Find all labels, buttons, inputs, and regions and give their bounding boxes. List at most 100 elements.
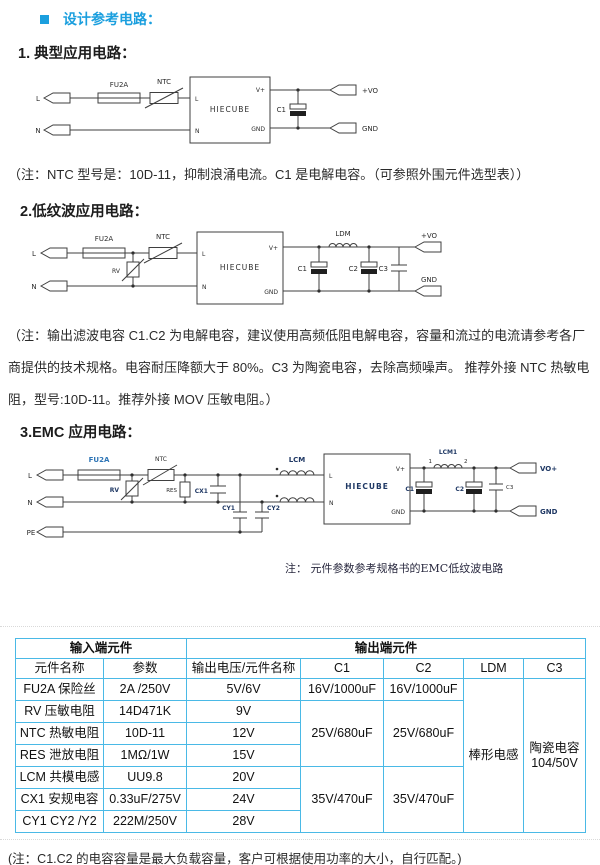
col-header-name: 元件名称 bbox=[15, 658, 104, 679]
cell-voltage: 28V bbox=[186, 810, 302, 833]
table-row: NTC 热敏电阻 10D-11 12V bbox=[15, 722, 586, 745]
fuse-symbol: FU2A bbox=[77, 456, 121, 481]
cell-param: 2A /250V bbox=[102, 678, 188, 701]
page-title: 设计参考电路： bbox=[63, 11, 161, 27]
note-2: （注：输出滤波电容 C1.C2 为电解电容，建议使用高频低阻电解电容，容量和流过… bbox=[8, 328, 590, 407]
terminal-label-n: N bbox=[35, 127, 40, 135]
note-1: （注：NTC 型号是：10D-11，抑制浪涌电流。C1 是电解电容。（可参照外围… bbox=[8, 167, 530, 182]
cell-c2-merged: 25V/680uF bbox=[383, 700, 465, 767]
input-terminal-l-icon bbox=[35, 469, 64, 481]
c3-label: C3 bbox=[506, 485, 514, 491]
lcm1-label: LCM1 bbox=[439, 449, 457, 456]
section-2-heading: 2.低纹波应用电路： bbox=[20, 204, 149, 220]
circuit-diagram-emc: L N PE FU2A RV NTC RES bbox=[27, 449, 558, 538]
fuse-label: FU2A bbox=[110, 81, 129, 89]
section-3-heading: 3.EMC 应用电路： bbox=[20, 425, 141, 441]
x-capacitor-cx1-symbol: CX1 bbox=[195, 473, 226, 504]
table-group-header-row: 输入端元件 输出端元件 bbox=[14, 638, 587, 659]
note-3: 注： 元件参数参考规格书的EMC低纹波电路 bbox=[285, 562, 504, 575]
c3-label: C3 bbox=[379, 265, 388, 273]
c1-label: C1 bbox=[405, 486, 414, 493]
fuse-label: FU2A bbox=[95, 235, 114, 243]
col-header-c2: C2 bbox=[383, 658, 465, 679]
ntc-label: NTC bbox=[157, 78, 171, 86]
terminal-label-l: L bbox=[28, 472, 32, 480]
cell-name: LCM 共模电感 bbox=[15, 766, 104, 789]
output-terminal-vo-icon bbox=[413, 241, 442, 253]
input-terminal-pe-icon bbox=[35, 526, 64, 538]
ntc-thermistor-symbol: NTC bbox=[143, 233, 183, 264]
output-terminal-gnd-icon bbox=[328, 122, 357, 134]
table-row: RES 泄放电阻 1MΩ/1W 15V bbox=[15, 744, 586, 767]
lcm-label: LCM bbox=[289, 456, 306, 464]
table-column-header-row: 元件名称 参数 输出电压/元件名称 C1 C2 LDM C3 bbox=[15, 658, 587, 679]
cell-name: RES 泄放电阻 bbox=[15, 744, 104, 767]
terminal-label-n: N bbox=[31, 283, 36, 291]
terminal-label-gnd: GND bbox=[421, 276, 437, 284]
cell-ldm-merged: 棒形电感 bbox=[463, 678, 525, 833]
terminal-label-vo: +VO bbox=[421, 232, 438, 240]
table-row: RV 压敏电阻 14D471K 9V 25V/680uF 25V/680uF bbox=[15, 700, 586, 767]
module-pin-vplus: V+ bbox=[256, 87, 265, 94]
module-box: L N HIECUBE V+ GND bbox=[323, 453, 411, 525]
ldm-label: LDM bbox=[335, 230, 350, 238]
col-header-c3: C3 bbox=[523, 658, 587, 679]
cell-param: 0.33uF/275V bbox=[102, 788, 188, 811]
circuit-diagram-low-ripple: L N FU2A RV NTC L N HIECUBE V+ bbox=[31, 230, 442, 305]
output-terminal-gnd-icon bbox=[413, 285, 442, 297]
table-row: CX1 安规电容 0.33uF/275V 24V bbox=[15, 788, 586, 811]
input-terminal-n-icon bbox=[42, 124, 71, 136]
cell-voltage: 15V bbox=[186, 744, 302, 767]
cell-c1: 16V/1000uF bbox=[300, 678, 385, 701]
cell-name: RV 压敏电阻 bbox=[15, 700, 104, 723]
c3-type: 陶瓷电容 bbox=[529, 740, 580, 755]
ceramic-capacitor-c3: C3 bbox=[489, 466, 514, 513]
c1-label: C1 bbox=[298, 265, 307, 273]
square-bullet-icon bbox=[40, 14, 49, 24]
terminal-label-pe: PE bbox=[27, 529, 36, 537]
separator-line bbox=[0, 626, 600, 627]
module-pin-n: N bbox=[202, 284, 207, 291]
col-header-ldm: LDM bbox=[463, 658, 525, 679]
col-header-param: 参数 bbox=[102, 658, 188, 679]
fuse-symbol: FU2A bbox=[82, 235, 126, 259]
module-name: HIECUBE bbox=[345, 482, 389, 491]
module-pin-vplus: V+ bbox=[396, 466, 405, 473]
cell-param: 222M/250V bbox=[102, 810, 188, 833]
res-label: RES bbox=[166, 488, 177, 494]
col-header-c1: C1 bbox=[300, 658, 385, 679]
module-pin-vplus: V+ bbox=[269, 245, 278, 252]
fuse-label: FU2A bbox=[89, 456, 110, 464]
cell-param: 1MΩ/1W bbox=[102, 744, 188, 767]
cell-name: CY1 CY2 /Y2 bbox=[15, 810, 104, 833]
cell-voltage: 12V bbox=[186, 722, 302, 745]
c2-label: C2 bbox=[349, 265, 358, 273]
module-pin-l: L bbox=[329, 473, 333, 480]
module-pin-gnd: GND bbox=[251, 126, 265, 133]
bleed-resistor-symbol: RES bbox=[166, 473, 191, 504]
input-terminal-n-icon bbox=[39, 280, 68, 292]
terminal-label-vo: VO+ bbox=[540, 465, 557, 473]
module-pin-gnd: GND bbox=[391, 509, 405, 516]
module-pin-n: N bbox=[329, 500, 334, 507]
cell-param: 14D471K bbox=[102, 700, 188, 723]
cell-param: UU9.8 bbox=[102, 766, 188, 789]
group-header-output: 输出端元件 bbox=[186, 638, 587, 659]
electrolytic-capacitor-c2: C2 bbox=[455, 466, 483, 513]
lcm1-pin2-label: 2 bbox=[464, 459, 468, 465]
input-terminal-l-icon bbox=[39, 247, 68, 259]
cell-name: FU2A 保险丝 bbox=[15, 678, 104, 701]
ldm-inductor-symbol: LDM bbox=[328, 230, 358, 248]
module-name: HIECUBE bbox=[220, 263, 260, 272]
terminal-label-l: L bbox=[36, 95, 40, 103]
terminal-label-n: N bbox=[27, 499, 32, 507]
c2-label: C2 bbox=[455, 486, 464, 493]
electrolytic-capacitor-c2: C2 bbox=[349, 245, 378, 293]
cell-voltage: 9V bbox=[186, 700, 302, 723]
cell-param: 10D-11 bbox=[102, 722, 188, 745]
fuse-symbol: FU2A bbox=[97, 81, 141, 104]
varistor-symbol: RV bbox=[110, 473, 144, 504]
module-box: L N HIECUBE V+ GND bbox=[196, 231, 284, 305]
common-mode-choke-symbol: LCM bbox=[275, 456, 315, 503]
output-terminal-vo-icon bbox=[328, 84, 357, 96]
